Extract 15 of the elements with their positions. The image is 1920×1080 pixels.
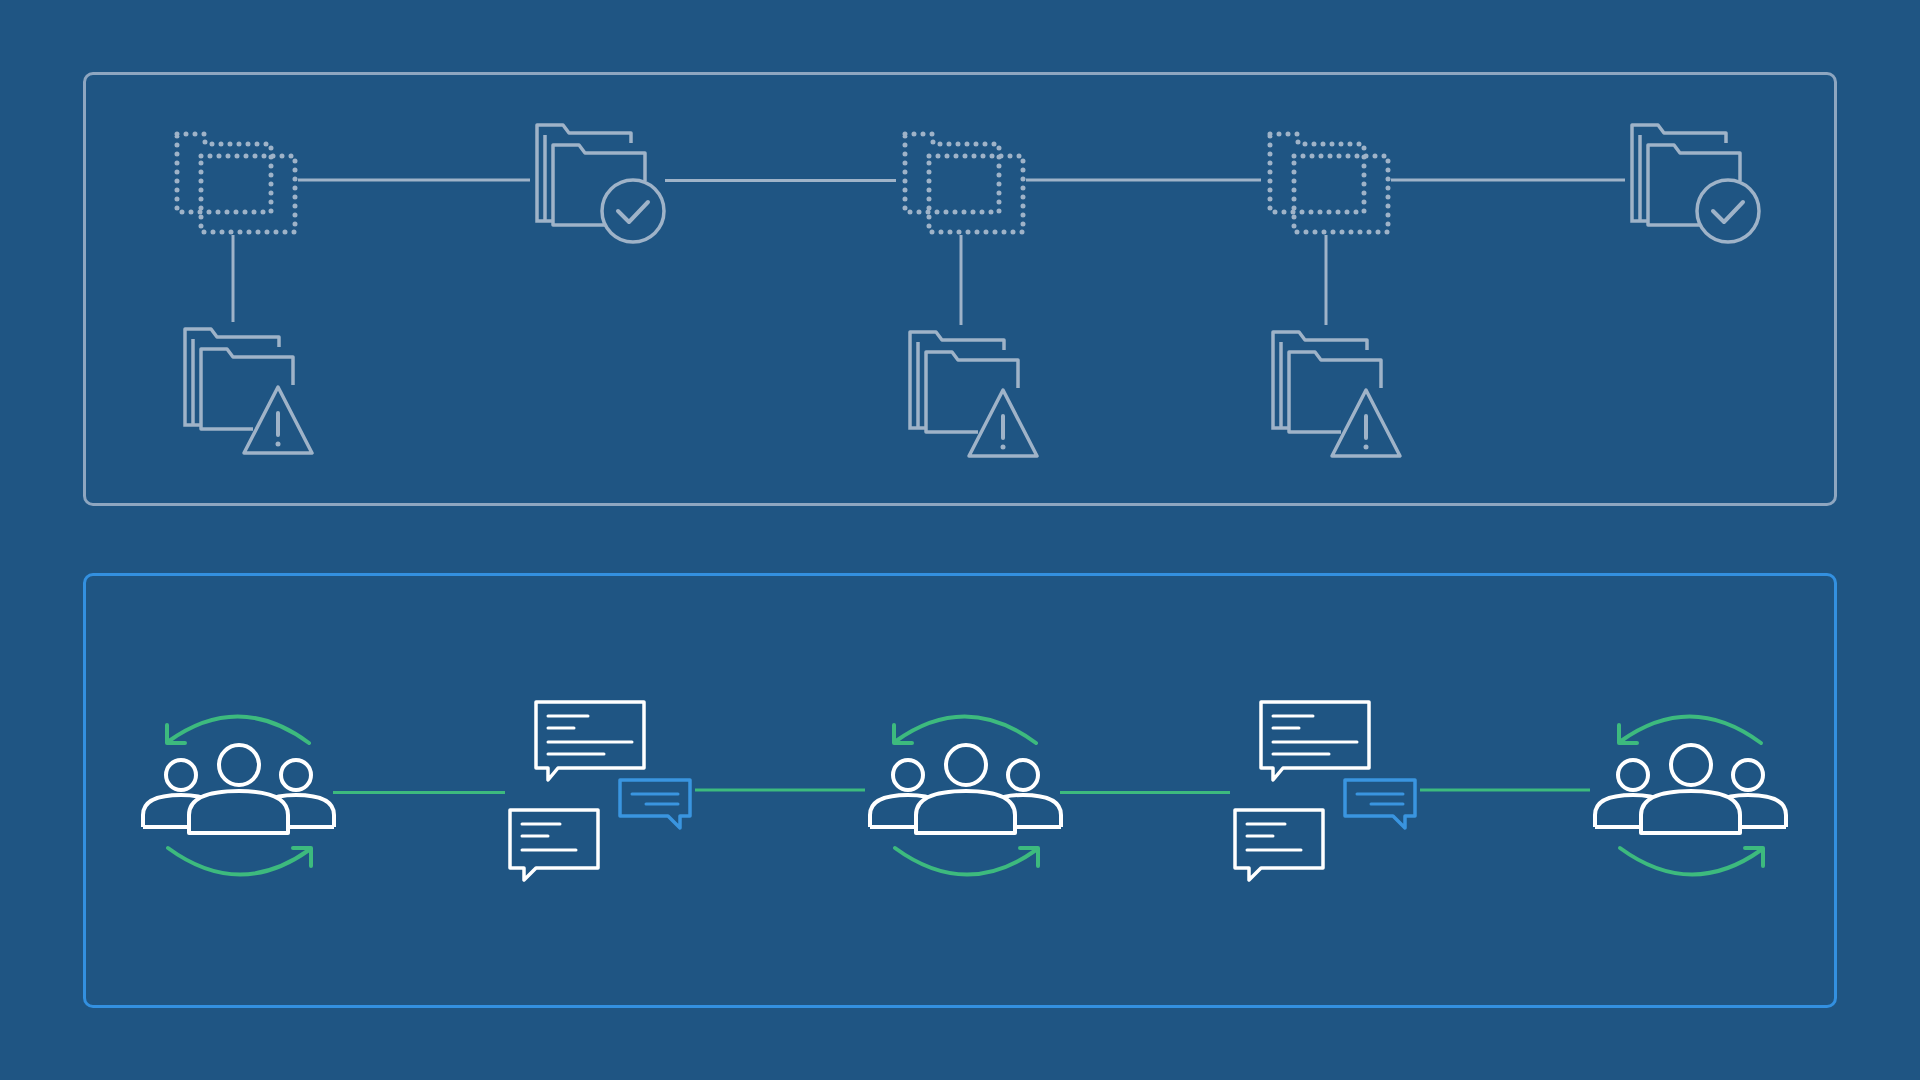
connector-line [333, 791, 505, 794]
connector-line [1420, 788, 1590, 792]
connector-line [695, 788, 865, 792]
connector-line [298, 178, 530, 182]
connector-line [1060, 791, 1230, 794]
connector-line [959, 235, 963, 325]
panel-frame [83, 573, 1837, 1008]
panel-frame [83, 72, 1837, 506]
folder-check-icon [1628, 121, 1763, 246]
connector-line [1026, 178, 1261, 182]
folder-check-icon [533, 121, 668, 246]
connector-line [231, 235, 235, 322]
connector-line [1391, 178, 1625, 182]
connector-line [1324, 235, 1328, 325]
connector-line [665, 179, 896, 182]
